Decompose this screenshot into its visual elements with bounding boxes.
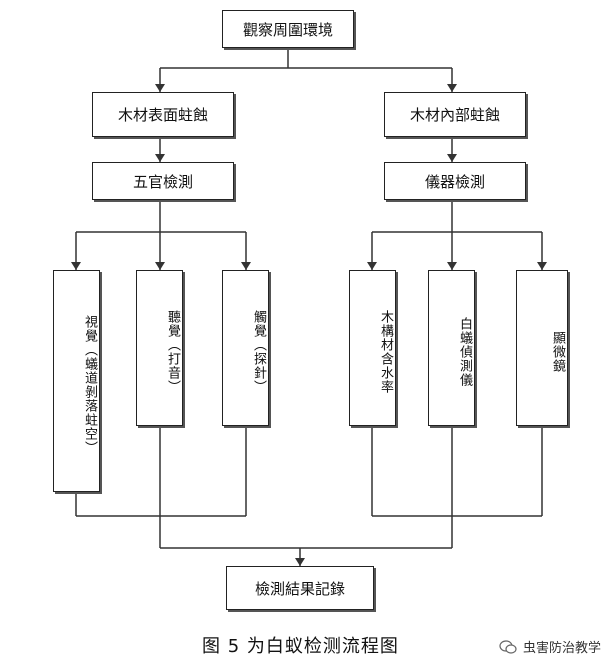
node-surface-damage: 木材表面蛀蝕 bbox=[92, 92, 234, 137]
node-internal-damage: 木材內部蛀蝕 bbox=[384, 92, 526, 137]
node-observe-surroundings: 觀察周圍環境 bbox=[222, 10, 354, 48]
watermark: 虫害防治教学 bbox=[499, 637, 601, 656]
node-termite-detector: 白蟻偵測儀 bbox=[428, 270, 475, 426]
figure-caption: 图 5 为白蚁检测流程图 bbox=[202, 636, 399, 657]
node-microscope: 顯微鏡 bbox=[516, 270, 568, 426]
watermark-text: 虫害防治教学 bbox=[522, 641, 601, 656]
node-moisture-content: 木構材含水率 bbox=[349, 270, 396, 426]
node-record-results: 檢測結果記錄 bbox=[226, 566, 374, 610]
node-senses-inspection: 五官檢測 bbox=[92, 162, 234, 200]
wechat-icon bbox=[499, 639, 517, 654]
node-instrument-inspection: 儀器檢測 bbox=[384, 162, 526, 200]
node-touch: 觸覺（探針） bbox=[222, 270, 269, 426]
node-hearing: 聽覺（打音） bbox=[136, 270, 183, 426]
node-vision: 視覺（蟻道剝落蛀空） bbox=[53, 270, 100, 492]
